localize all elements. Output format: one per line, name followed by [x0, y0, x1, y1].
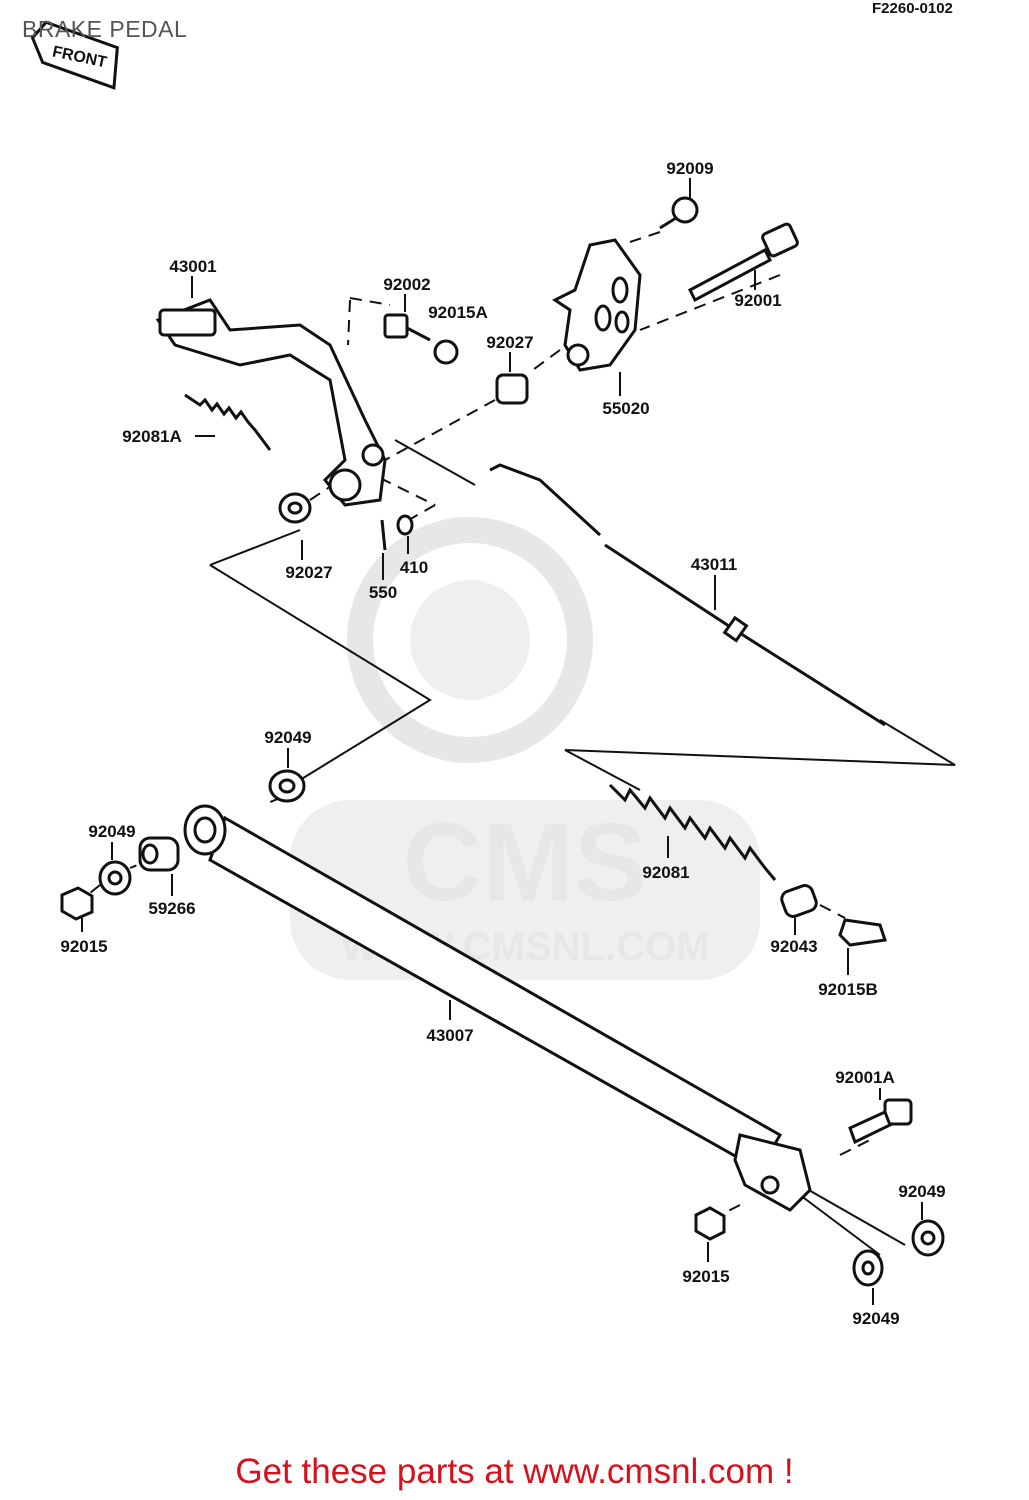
- bushing-lower-part: [278, 492, 312, 524]
- part-label-92009: 92009: [666, 159, 713, 178]
- nut-92015-a: [60, 886, 94, 921]
- part-label-92049-d: 92049: [852, 1309, 899, 1328]
- part-label-92015-a: 92015: [60, 937, 107, 956]
- return-spring-small-part: [184, 393, 272, 451]
- part-label-92015A: 92015A: [428, 303, 488, 322]
- part-label-59266: 59266: [148, 899, 195, 918]
- part-label-43011: 43011: [691, 555, 737, 574]
- part-label-92001: 92001: [734, 291, 781, 310]
- part-label-92081: 92081: [642, 863, 689, 882]
- bolt-92001-part: [688, 222, 799, 303]
- part-label-43007: 43007: [426, 1026, 473, 1045]
- part-label-92049-a: 92049: [264, 728, 311, 747]
- brake-pedal-part: [155, 298, 387, 507]
- part-label-550: 550: [369, 583, 397, 602]
- part-label-92002: 92002: [383, 275, 430, 294]
- part-label-92049-b: 92049: [88, 822, 135, 841]
- watermark-brand: CMS: [403, 801, 647, 924]
- washer-92049-d: [852, 1249, 884, 1287]
- washer-92049-c: [911, 1219, 945, 1257]
- part-label-55020: 55020: [602, 399, 649, 418]
- cotter-pin-part: [380, 514, 414, 551]
- bolt-92009-part: [659, 196, 699, 230]
- joint-92043-part: [780, 884, 887, 947]
- label-leaders: [81, 178, 923, 1305]
- part-label-92043: 92043: [770, 937, 817, 956]
- part-label-92049-c: 92049: [898, 1182, 945, 1201]
- front-arrow-icon: FRONT: [30, 20, 119, 90]
- figure-code: F2260-0102: [872, 0, 953, 17]
- part-label-92015B: 92015B: [818, 980, 878, 999]
- brake-shaft-part: [183, 804, 812, 1212]
- assembly-lines: [209, 439, 956, 1256]
- part-label-92015-c: 92015: [682, 1267, 729, 1286]
- part-label-410: 410: [400, 558, 428, 577]
- pedal-bracket-part: [552, 238, 642, 372]
- bolt-92002-part: [383, 313, 459, 365]
- washer-92049-b: [98, 860, 132, 896]
- reference-lines: [89, 231, 871, 1216]
- nut-92015-c: [694, 1206, 726, 1241]
- part-label-92027-upper: 92027: [486, 333, 533, 352]
- part-label-43001: 43001: [169, 257, 216, 276]
- page-title: BRAKE PEDAL: [22, 16, 188, 42]
- return-spring-large-part: [608, 783, 777, 881]
- part-label-92001A: 92001A: [835, 1068, 895, 1087]
- bushing-upper-part: [495, 373, 529, 405]
- part-label-92081A: 92081A: [122, 427, 182, 446]
- part-labels: 43001 92002 92015A 92009 92001 92027 550…: [60, 159, 945, 1328]
- brake-rod-part: [489, 463, 886, 727]
- part-label-92027-lower: 92027: [285, 563, 332, 582]
- collar-59266: [138, 836, 180, 872]
- footer-link[interactable]: Get these parts at www.cmsnl.com !: [235, 1452, 794, 1491]
- bolt-92001A: [848, 1098, 913, 1145]
- washer-92049-a: [268, 769, 306, 803]
